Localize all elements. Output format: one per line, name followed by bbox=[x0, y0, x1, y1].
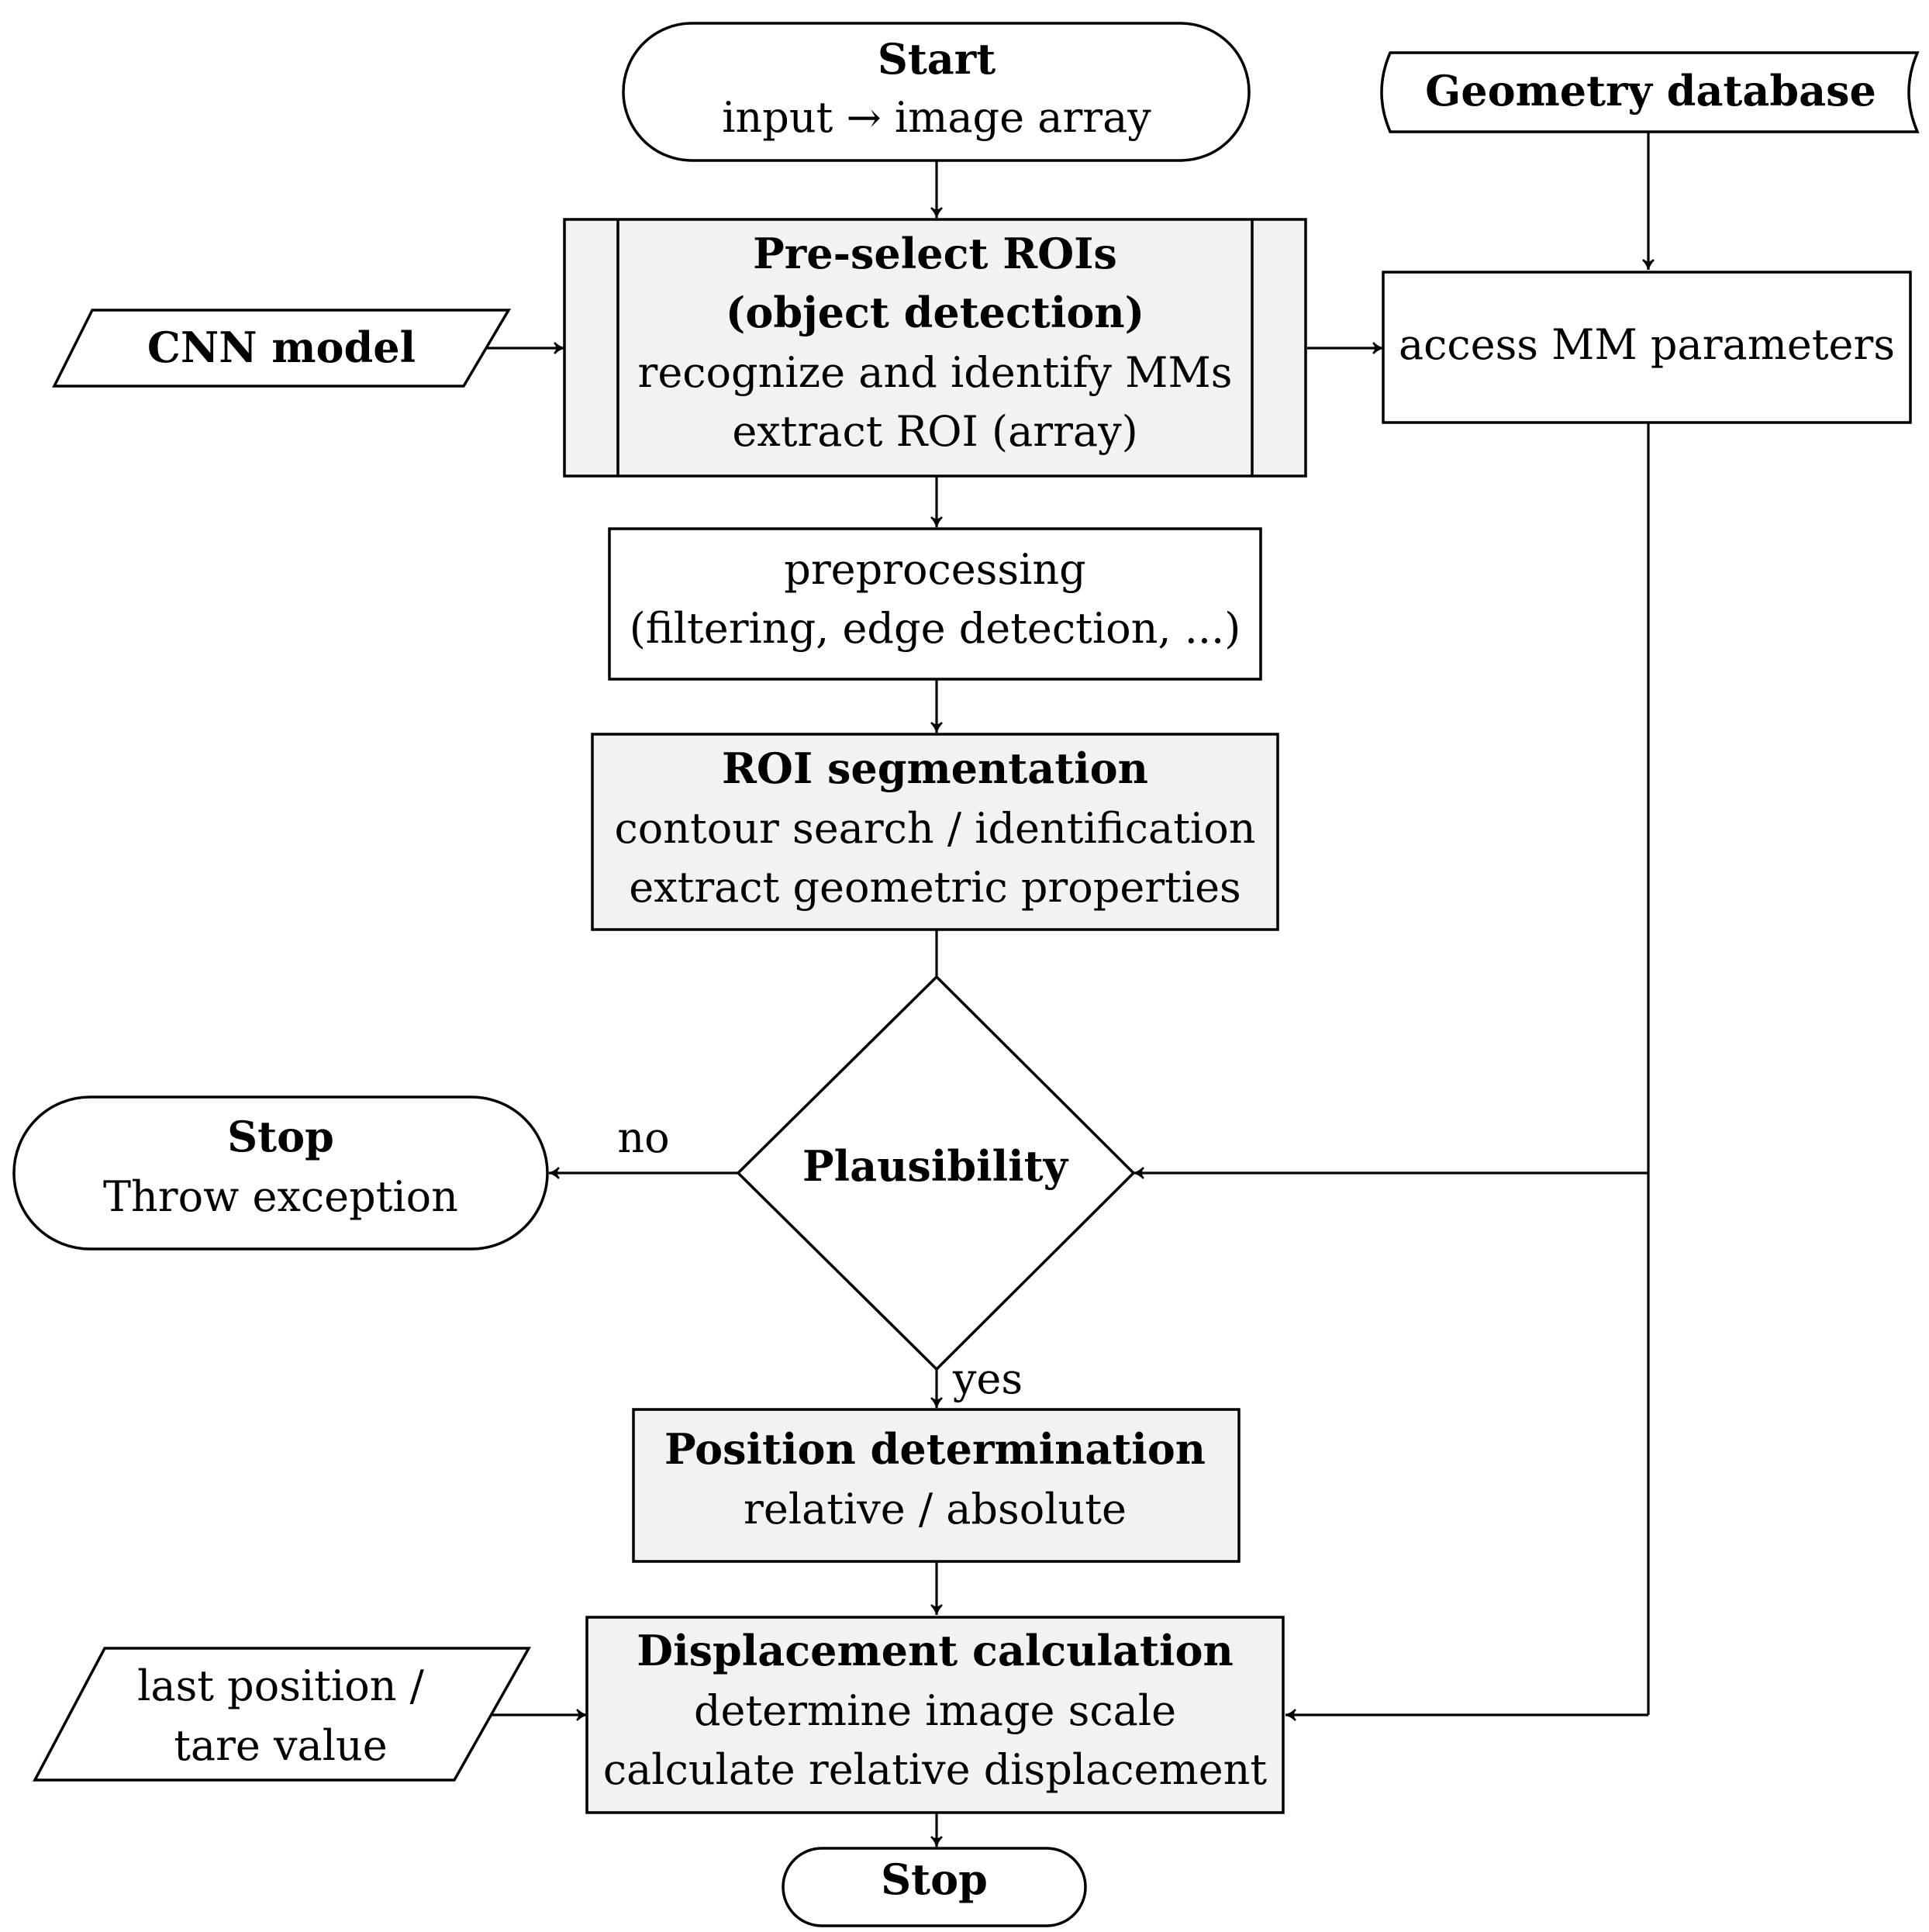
roi-segmentation-text-1: contour search / identification bbox=[615, 804, 1256, 853]
cnn-model-input: CNN model bbox=[52, 309, 512, 388]
displacement-calculation-process: Displacement calculation determine image… bbox=[585, 1616, 1285, 1814]
plausibility-decision: Plausibility bbox=[736, 975, 1136, 1371]
preprocessing-text-1: preprocessing bbox=[784, 545, 1085, 594]
cnn-model-title: CNN model bbox=[147, 323, 416, 372]
preselect-title-1: Pre-select ROIs bbox=[753, 229, 1117, 278]
position-text: relative / absolute bbox=[744, 1485, 1127, 1534]
last-position-input: last position / tare value bbox=[33, 1647, 531, 1782]
roi-segmentation-title: ROI segmentation bbox=[722, 743, 1148, 793]
connectors bbox=[487, 132, 1655, 1847]
preprocessing-process: preprocessing (filtering, edge detection… bbox=[608, 527, 1262, 681]
last-position-text-1: last position / bbox=[137, 1661, 425, 1710]
stop-end-title: Stop bbox=[881, 1854, 988, 1904]
preselect-title-2: (object detection) bbox=[726, 288, 1144, 337]
access-mm-text: access MM parameters bbox=[1399, 320, 1895, 369]
preselect-text-2: extract ROI (array) bbox=[732, 407, 1137, 456]
access-mm-parameters: access MM parameters bbox=[1382, 271, 1912, 424]
start-title: Start bbox=[878, 34, 996, 84]
position-title: Position determination bbox=[664, 1424, 1206, 1474]
geometry-database: Geometry database bbox=[1380, 51, 1920, 133]
position-determination-process: Position determination relative / absolu… bbox=[632, 1408, 1241, 1563]
displacement-title: Displacement calculation bbox=[637, 1626, 1234, 1675]
geometry-database-title: Geometry database bbox=[1425, 66, 1876, 116]
edge-label-no: no bbox=[617, 1113, 669, 1162]
preselect-rois-process: Pre-select ROIs (object detection) recog… bbox=[563, 218, 1307, 478]
preprocessing-text-2: (filtering, edge detection, ...) bbox=[630, 604, 1241, 653]
start-text: input → image array bbox=[722, 93, 1151, 142]
roi-segmentation-process: ROI segmentation contour search / identi… bbox=[591, 733, 1279, 931]
stop-exception-terminator: Stop Throw exception bbox=[12, 1095, 549, 1251]
displacement-text-2: calculate relative displacement bbox=[603, 1745, 1268, 1794]
start-terminator: Start input → image array bbox=[622, 22, 1251, 162]
stop-exception-text: Throw exception bbox=[103, 1172, 458, 1221]
stop-end-terminator: Stop bbox=[782, 1847, 1087, 1927]
plausibility-title: Plausibility bbox=[802, 1141, 1069, 1191]
last-position-text-2: tare value bbox=[174, 1721, 388, 1770]
preselect-text-1: recognize and identify MMs bbox=[638, 348, 1233, 397]
displacement-text-1: determine image scale bbox=[694, 1686, 1176, 1735]
edge-label-yes: yes bbox=[952, 1354, 1023, 1403]
stop-exception-title: Stop bbox=[227, 1112, 334, 1161]
roi-segmentation-text-2: extract geometric properties bbox=[629, 863, 1241, 912]
